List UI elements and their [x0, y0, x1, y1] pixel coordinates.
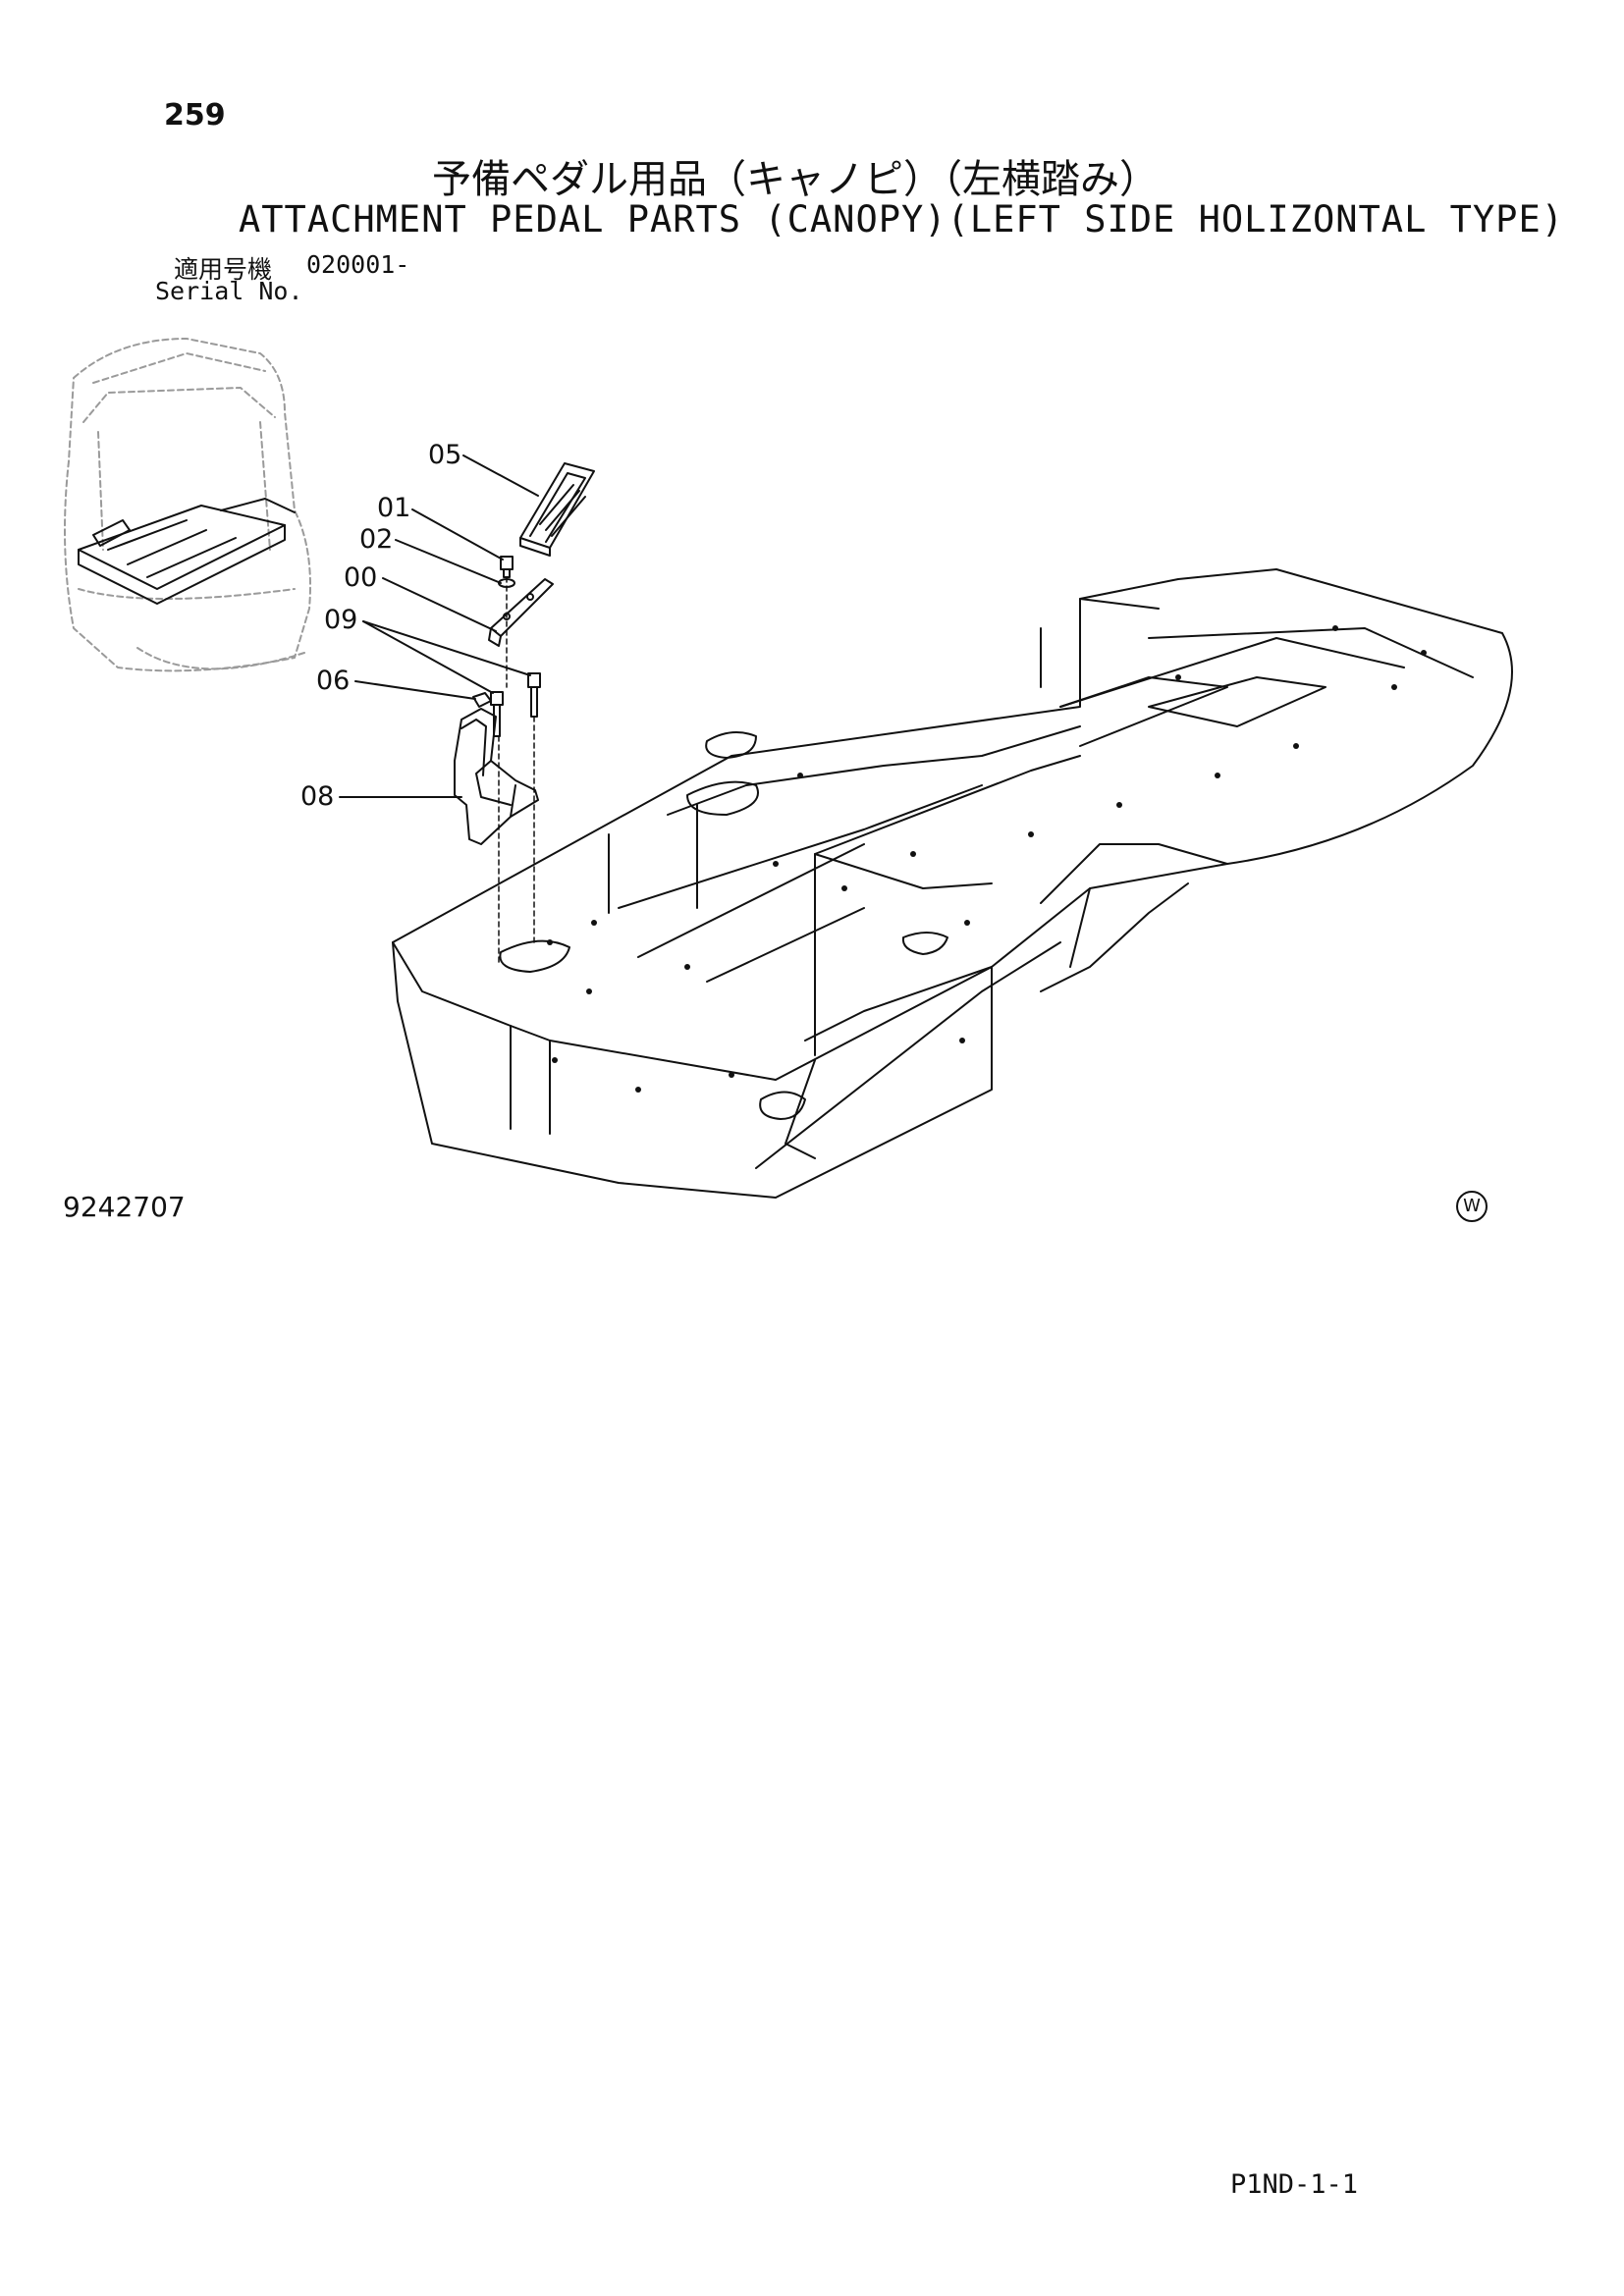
page-number: 259	[164, 98, 226, 133]
locator-thumbnail	[64, 338, 311, 672]
callout-05: 05	[428, 440, 539, 497]
hidden-center-lines	[498, 576, 535, 963]
w-mark-circle: W	[1456, 1191, 1488, 1222]
floor-frame	[392, 568, 1513, 1199]
figure-number: 9242707	[63, 1191, 186, 1223]
callout-06: 06	[316, 666, 476, 700]
callout-label-06: 06	[316, 666, 350, 696]
callout-label-08: 08	[300, 781, 334, 812]
callout-08: 08	[300, 781, 462, 812]
callout-01: 01	[377, 493, 504, 561]
frame-bolt-holes	[547, 625, 1427, 1093]
callout-label-05: 05	[428, 440, 461, 470]
serial-number-label: Serial No.	[155, 277, 303, 305]
nut-06	[472, 692, 492, 708]
page-code: P1ND-1-1	[1230, 2169, 1359, 2200]
callout-label-01: 01	[377, 493, 410, 523]
callout-label-02: 02	[359, 524, 393, 555]
callout-09: 09	[324, 605, 531, 694]
locator-thumbnail-highlight	[78, 498, 296, 605]
callout-label-00: 00	[344, 562, 377, 593]
bracket-00	[488, 578, 554, 647]
serial-number-value: 020001-	[306, 250, 410, 279]
bolt-09	[490, 672, 541, 737]
callout-02: 02	[359, 524, 502, 584]
title-japanese: 予備ペダル用品（キャノピ）（左横踏み）	[432, 157, 1159, 202]
callout-label-09: 09	[324, 605, 357, 635]
pedal-05	[519, 462, 595, 557]
applicable-machine-label: 適用号機	[174, 255, 273, 284]
bracket-08	[454, 708, 539, 845]
callout-00: 00	[344, 562, 497, 632]
title-english: ATTACHMENT PEDAL PARTS (CANOPY)(LEFT SID…	[239, 198, 1565, 240]
